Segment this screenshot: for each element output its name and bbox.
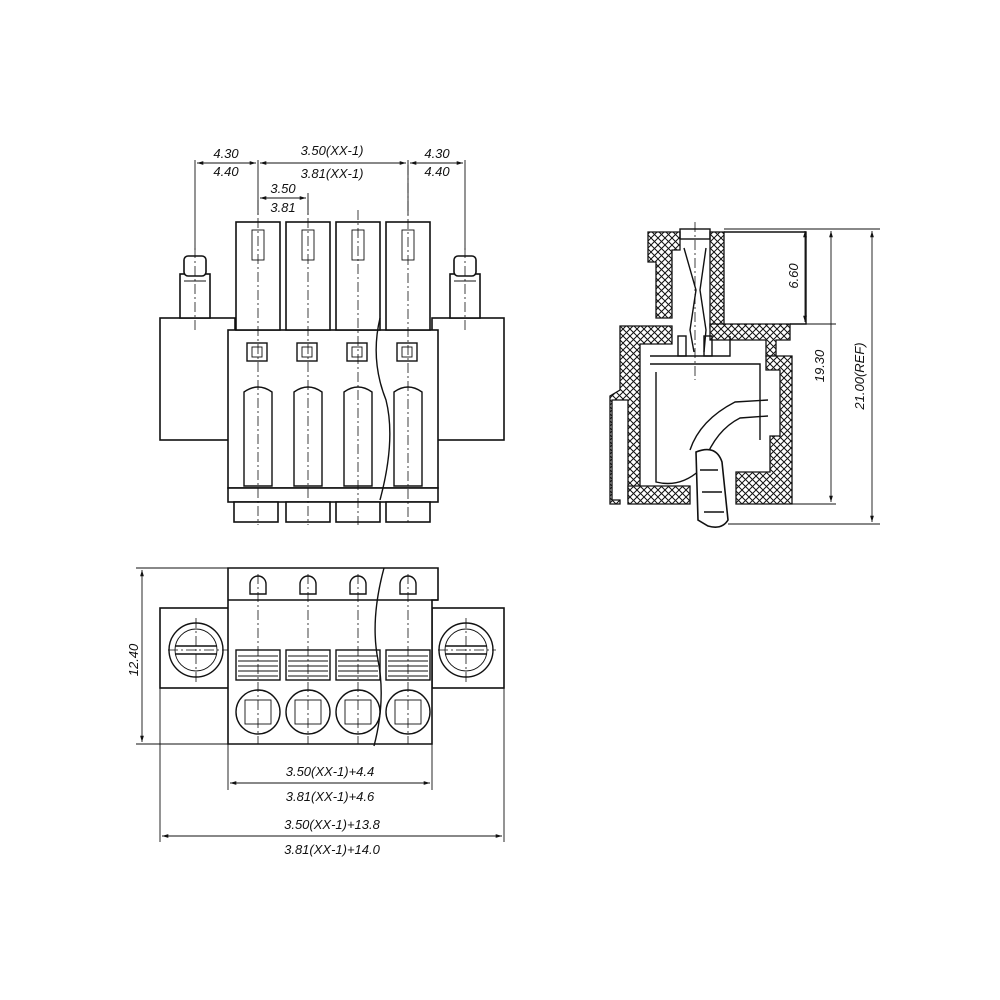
dim-left-top: 4.30 [213,146,239,161]
front-housing [227,329,439,489]
front-terminals [235,221,431,331]
section-wall-left [609,325,673,505]
dim-center-bottom: 3.81(XX-1) [301,166,364,181]
top-right-flange [431,607,505,689]
front-feet [233,501,431,523]
section-wall-top-left [647,231,681,319]
section-wall-top-right [709,231,725,329]
top-view: 12.40 3.50(XX-1)+4.4 3.81(XX-1)+4.6 3.50… [126,567,505,857]
front-view: 4.30 4.40 3.50(XX-1) 3.81(XX-1) 3.50 3.8… [159,143,505,525]
dim-top-3: 3.50(XX-1)+13.8 [284,817,381,832]
dim-top-height: 12.40 [126,643,141,676]
dim-side-b: 19.30 [812,349,827,382]
section-lever [695,448,729,528]
section-wall-bottom [627,485,691,505]
top-break-line [373,567,385,747]
front-break-line [375,317,391,501]
left-flange [159,317,236,441]
top-housing [227,567,439,745]
front-levers [243,386,423,487]
front-windows [246,342,418,362]
section-plate [709,323,791,357]
dim-side-c: 21.00(REF) [852,342,867,410]
dim-left-bottom: 4.40 [213,164,239,179]
dim-top-2: 3.81(XX-1)+4.6 [286,789,375,804]
contact-spring [683,247,697,353]
dim-side-a: 6.60 [786,263,801,289]
side-section-view: 6.60 19.30 21.00(REF) [609,222,880,528]
top-bumps [249,575,417,595]
dim-right-top: 4.30 [424,146,450,161]
dim-right-bottom: 4.40 [424,164,450,179]
dim-center-top: 3.50(XX-1) [301,143,364,158]
dim-top-4: 3.81(XX-1)+14.0 [284,842,381,857]
dim-pitch-bottom: 3.81 [270,200,295,215]
section-wall-right [735,355,793,505]
front-base [227,487,439,503]
dim-pitch-top: 3.50 [270,181,296,196]
right-flange [431,317,505,441]
dim-top-1: 3.50(XX-1)+4.4 [286,764,375,779]
